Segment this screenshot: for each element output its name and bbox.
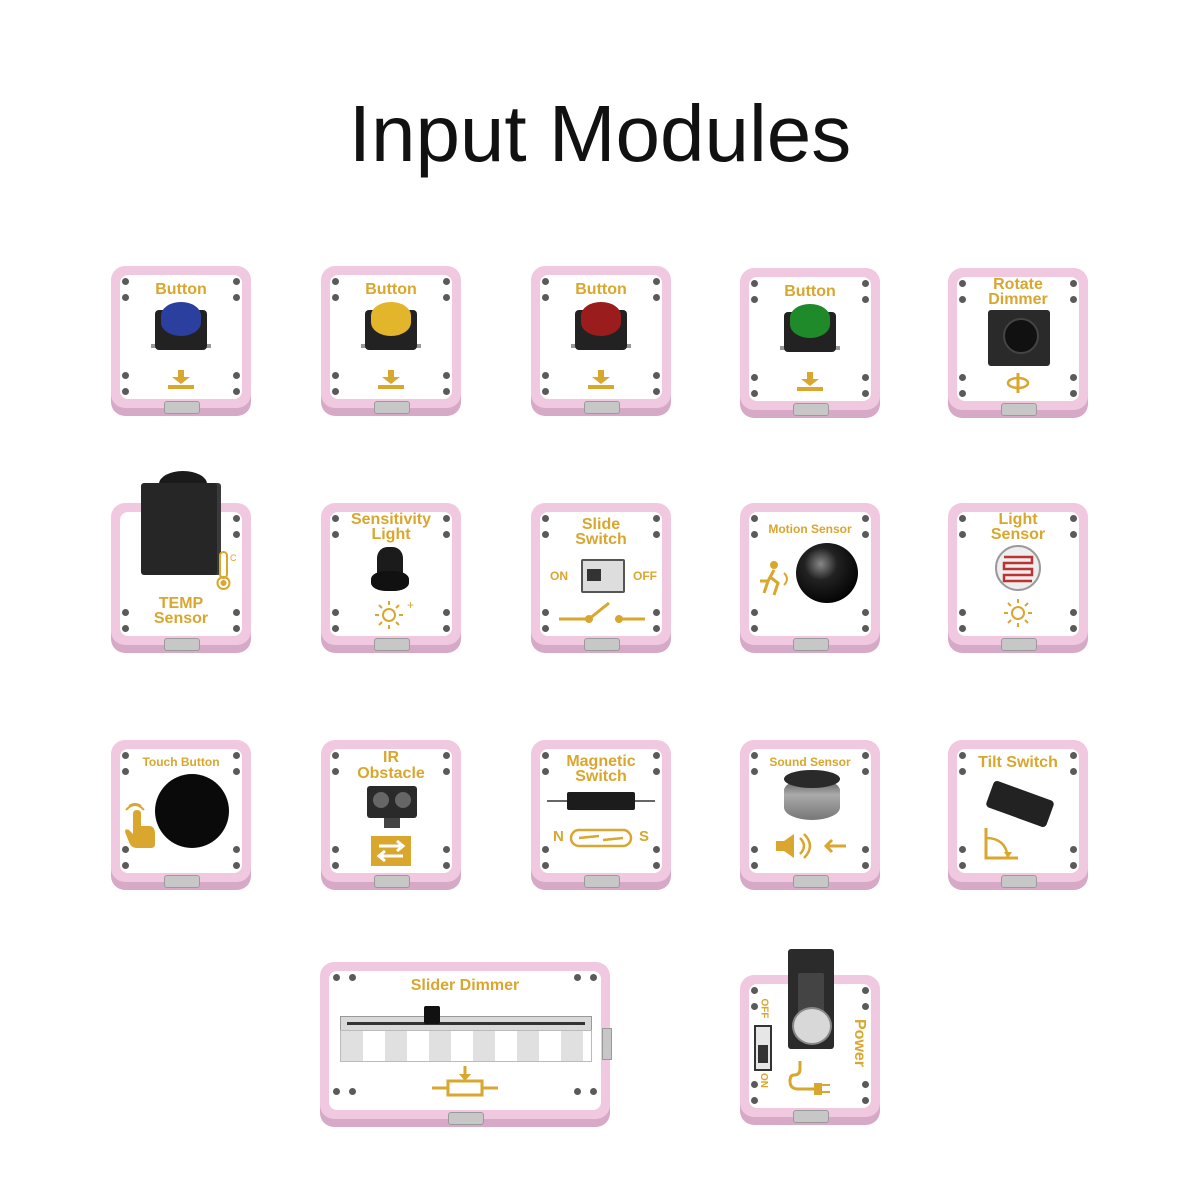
thermometer-icon: C	[216, 551, 237, 590]
page-title: Input Modules	[348, 89, 852, 178]
module-label: Button	[155, 281, 207, 298]
temp-sensor-probe	[141, 483, 217, 575]
slide-switch-toggle[interactable]	[581, 559, 625, 593]
module-touch-button: Touch Button	[111, 740, 251, 890]
red-push-button[interactable]	[581, 302, 621, 336]
module-label: Button	[365, 281, 417, 298]
module-label-line1: TEMP	[158, 595, 204, 612]
touch-pad[interactable]	[155, 774, 229, 848]
module-motion-sensor: Motion Sensor	[740, 503, 880, 653]
module-label-line2: Light	[371, 526, 411, 543]
module-label: Touch Button	[142, 755, 220, 769]
module-button-green: Button	[740, 268, 880, 418]
module-magnetic-switch: Magnetic Switch N S	[531, 740, 671, 890]
module-label-line2: Dimmer	[988, 291, 1048, 308]
reed-switch-icon	[569, 828, 633, 848]
switch-on-label: ON	[758, 1073, 769, 1088]
module-label-line1: Sensitivity	[350, 511, 432, 528]
module-light-sensor: Light Sensor	[948, 503, 1088, 653]
finger-touch-icon	[125, 803, 155, 848]
module-sensitivity-light: Sensitivity Light +	[321, 503, 461, 653]
module-label: Button	[784, 283, 836, 300]
module-button-yellow: Button	[321, 266, 461, 416]
arrow-press-icon	[797, 372, 823, 391]
module-tilt-switch: Tilt Switch	[948, 740, 1088, 890]
green-push-button[interactable]	[790, 304, 830, 338]
north-label: N	[553, 828, 564, 845]
module-sound-sensor: Sound Sensor	[740, 740, 880, 890]
speaker-icon	[776, 833, 846, 859]
module-label: Motion Sensor	[768, 522, 852, 536]
module-label-line1: Light	[998, 511, 1038, 528]
angle-icon	[984, 828, 1018, 860]
module-temp-sensor: C TEMP Sensor	[111, 471, 251, 653]
module-button-blue: Button	[111, 266, 251, 416]
module-label: Tilt Switch	[978, 754, 1058, 771]
sun-icon	[1004, 599, 1032, 627]
module-slider-dimmer: Slider Dimmer	[320, 962, 612, 1127]
module-label-line1: Magnetic	[566, 753, 636, 770]
svg-text:C: C	[230, 553, 237, 563]
rotate-icon	[1006, 373, 1030, 393]
plug-icon	[788, 1061, 830, 1095]
south-label: S	[639, 828, 650, 845]
module-label-line2: Switch	[575, 768, 627, 785]
module-label: Slider Dimmer	[410, 977, 520, 994]
module-label-line2: Sensor	[990, 526, 1046, 543]
reed-switch	[567, 792, 635, 810]
ir-arrows-icon	[371, 836, 411, 866]
module-rotate-dimmer: Rotate Dimmer	[948, 268, 1088, 418]
arrow-press-icon	[168, 370, 194, 389]
switch-off-label: OFF	[758, 998, 770, 1019]
module-label-line2: Switch	[575, 531, 627, 548]
arrow-press-icon	[378, 370, 404, 389]
module-ir-obstacle: IR Obstacle	[321, 740, 461, 890]
module-label-line1: Rotate	[993, 276, 1043, 293]
module-label: Button	[575, 281, 627, 298]
module-label-line1: Slide	[581, 516, 621, 533]
pir-dome	[796, 543, 858, 603]
switch-off-label: OFF	[633, 569, 657, 583]
running-person-icon	[760, 561, 788, 596]
ir-sensor-pair	[367, 786, 417, 818]
rotary-knob[interactable]	[1003, 318, 1039, 354]
module-label-line2: Sensor	[153, 610, 209, 627]
potentiometer-icon	[432, 1066, 498, 1097]
photoresistor	[995, 545, 1041, 591]
power-switch[interactable]	[754, 1025, 772, 1071]
module-label-line1: IR	[383, 749, 399, 766]
svg-text:+: +	[407, 599, 414, 612]
slider-knob[interactable]	[424, 1006, 440, 1024]
yellow-push-button[interactable]	[371, 302, 411, 336]
blue-push-button[interactable]	[161, 302, 201, 336]
module-label-line2: Obstacle	[357, 765, 425, 782]
light-sensor-knob[interactable]	[377, 547, 403, 575]
module-label: Sound Sensor	[769, 755, 851, 769]
arrow-press-icon	[588, 370, 614, 389]
sun-icon: +	[375, 599, 414, 629]
module-power: OFF ON Power	[740, 949, 880, 1125]
module-slide-switch: Slide Switch ON OFF	[531, 503, 671, 653]
module-button-red: Button	[531, 266, 671, 416]
module-label: Power	[851, 1019, 868, 1068]
switch-on-label: ON	[550, 569, 568, 583]
switch-icon	[559, 601, 645, 623]
